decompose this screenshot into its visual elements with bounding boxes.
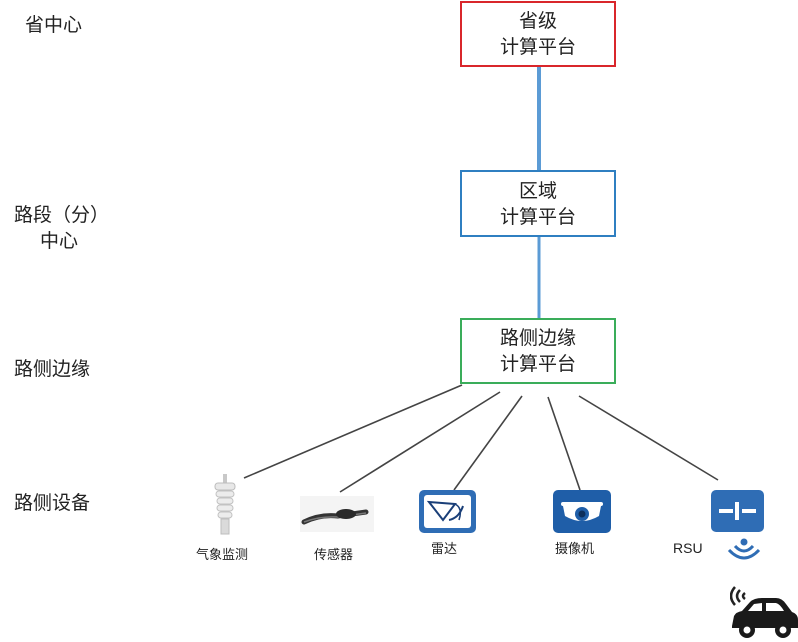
edge-node-line1: 路侧边缘 [499,327,576,349]
level-label-province: 省中心 [25,14,83,36]
level-label-segment-line2: 中心 [40,230,79,252]
edge-node-line2: 计算平台 [499,353,576,375]
sensor-icon [300,496,374,532]
connected-car-icon [730,586,798,638]
device-label-radar: 雷达 [431,542,458,557]
link-edge-camera [547,396,581,491]
camera-icon [553,490,611,533]
edge-platform-node: 路侧边缘 计算平台 [460,318,616,384]
level-label-segment: 路段（分） 中心 [14,202,109,254]
link-edge-weather [243,384,463,479]
region-node-line1: 区域 [518,179,557,202]
link-edge-rsu [578,395,719,481]
device-label-rsu: RSU [673,540,703,556]
level-label-segment-line1: 路段（分） [14,204,110,226]
device-label-camera: 摄像机 [555,542,595,557]
weather-station-icon [214,474,236,535]
wireless-signal-icon [727,538,761,560]
rsu-icon [711,490,764,532]
province-node-line1: 省级 [518,10,557,32]
device-label-weather: 气象监测 [196,548,249,563]
link-edge-radar [453,395,523,491]
link-edge-sensor [339,391,501,493]
region-platform-node: 区域 计算平台 [460,170,616,237]
radar-icon [419,490,476,533]
province-node-line2: 计算平台 [499,36,576,58]
device-label-sensor: 传感器 [314,548,354,563]
region-node-line2: 计算平台 [499,205,576,228]
level-label-edge: 路侧边缘 [14,358,91,380]
province-platform-node: 省级 计算平台 [460,1,616,67]
level-label-device: 路侧设备 [14,492,91,514]
